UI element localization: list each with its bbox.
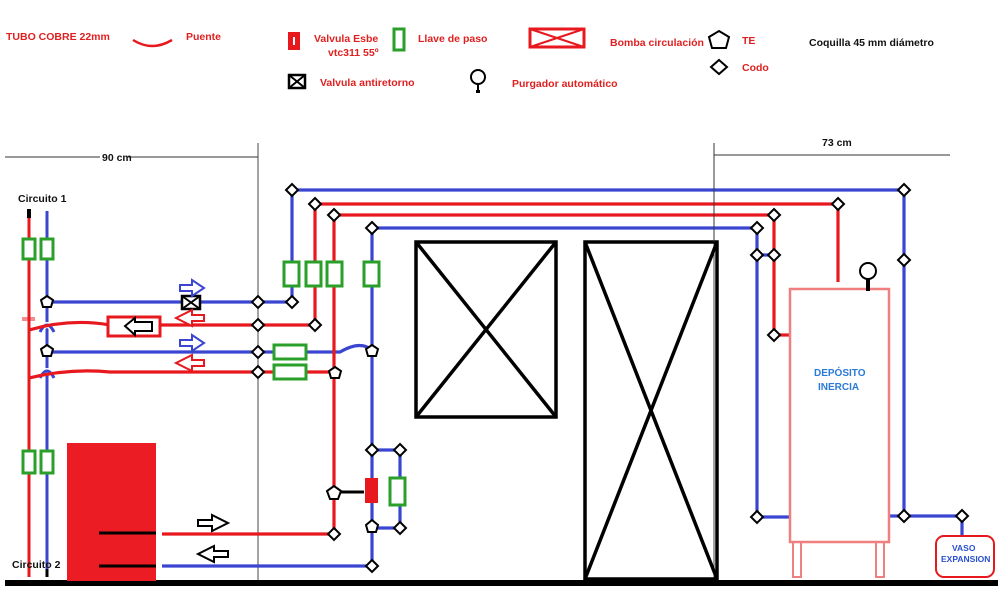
legend-tubo-label: TUBO COBRE 22mm (6, 31, 110, 43)
dimension-left-label: 90 cm (102, 152, 132, 164)
check-valve-icon (287, 73, 307, 90)
legend-esbe-label-2: vtc311 55º (328, 47, 379, 59)
legend-bomba-label: Bomba circulación (610, 37, 704, 49)
elbow-icon (766, 247, 782, 263)
shutoff-valve (21, 237, 37, 261)
deposito-label-1: DEPÓSITO (814, 366, 866, 379)
shutoff-valve (21, 449, 37, 475)
tee-icon (39, 294, 55, 308)
arrow-right-icon (197, 513, 231, 533)
shutoff-valve (282, 260, 301, 288)
arrow-right-icon (179, 333, 206, 353)
legend: TUBO COBRE 22mm Puente Valvula Esbe vtc3… (6, 27, 934, 93)
shutoff-valve (304, 260, 323, 288)
elbow-icon (307, 196, 323, 212)
tee-icon (364, 343, 380, 357)
elbow-icon (896, 508, 912, 524)
shutoff-valve (272, 363, 308, 381)
elbow-icon (709, 58, 729, 76)
elbow-icon (896, 182, 912, 198)
flow-arrows (173, 278, 231, 564)
boiler (67, 443, 156, 581)
dimension-lines (5, 143, 950, 585)
arrow-left-icon (173, 353, 205, 373)
air-vent-icon (470, 69, 486, 93)
pump-icon (528, 27, 586, 49)
expansion-vessel (935, 535, 995, 578)
circulation-pump (106, 315, 162, 338)
esbe-mixing-valve (365, 478, 378, 503)
shutoff-valve (362, 260, 381, 288)
elbow-icon (250, 317, 266, 333)
legend-purgador-label: Purgador automático (512, 78, 618, 90)
elbow-icon (307, 317, 323, 333)
elbow-icon (284, 182, 300, 198)
elbow-icon (326, 526, 342, 542)
elbow-icon (830, 196, 846, 212)
left-risers (22, 209, 49, 577)
elbow-icon (954, 508, 970, 524)
elbow-icon (749, 247, 765, 263)
shutoff-valve (272, 343, 308, 361)
arrow-left-icon (195, 544, 229, 564)
elbow-icon (766, 207, 782, 223)
elbow-icon (392, 520, 408, 536)
elbow-icon (896, 252, 912, 268)
arrow-right-icon (179, 278, 206, 298)
tee-icon (364, 518, 380, 533)
vaso-label-2: EXPANSION (941, 554, 990, 564)
dimension-right-label: 73 cm (822, 137, 852, 149)
shutoff-valves (21, 237, 407, 507)
legend-puente-label: Puente (186, 31, 221, 43)
floor-line (5, 580, 998, 586)
circuito2-label: Circuito 2 (12, 559, 61, 571)
elbow-icon (766, 327, 782, 343)
shutoff-valve (39, 237, 55, 261)
tee-icon (39, 343, 55, 357)
tee-icon (327, 365, 343, 379)
legend-te-label: TE (742, 35, 755, 47)
bridge-icon (132, 38, 173, 48)
legend-codo-label: Codo (742, 62, 769, 74)
legend-llave-label: Llave de paso (418, 33, 487, 45)
air-vent (859, 262, 877, 280)
shutoff-valve (39, 449, 55, 475)
tee-icon (325, 484, 343, 500)
elbow-icon (364, 220, 380, 236)
check-valve (180, 294, 202, 311)
elbow-fittings (250, 182, 970, 574)
shutoff-valve-icon (392, 27, 406, 52)
shutoff-valve (325, 260, 344, 288)
esbe-valve-mark (293, 37, 295, 45)
tee-icon (707, 29, 731, 49)
deposito-label-2: INERCIA (818, 382, 859, 393)
tee-fittings (39, 294, 380, 533)
elbow-icon (250, 344, 266, 360)
elbow-icon (364, 442, 380, 458)
elbow-icon (250, 294, 266, 310)
elbow-icon (749, 509, 765, 525)
arrow-left-icon (173, 308, 205, 328)
shutoff-valve (388, 476, 407, 507)
legend-antiretorno-label: Valvula antiretorno (320, 77, 415, 89)
elbow-icon (364, 558, 380, 574)
legend-coquilla-label: Coquilla 45 mm diámetro (809, 37, 934, 49)
legend-esbe-label-1: Valvula Esbe (314, 33, 378, 45)
elbow-icon (250, 364, 266, 380)
elbow-icon (284, 294, 300, 310)
door (583, 240, 719, 581)
elbow-icon (326, 207, 342, 223)
elbow-icon (392, 442, 408, 458)
window (414, 240, 558, 419)
elbow-icon (749, 220, 765, 236)
vaso-label-1: VASO (952, 543, 976, 553)
circuito1-label: Circuito 1 (18, 193, 67, 205)
inertia-tank (788, 287, 891, 578)
